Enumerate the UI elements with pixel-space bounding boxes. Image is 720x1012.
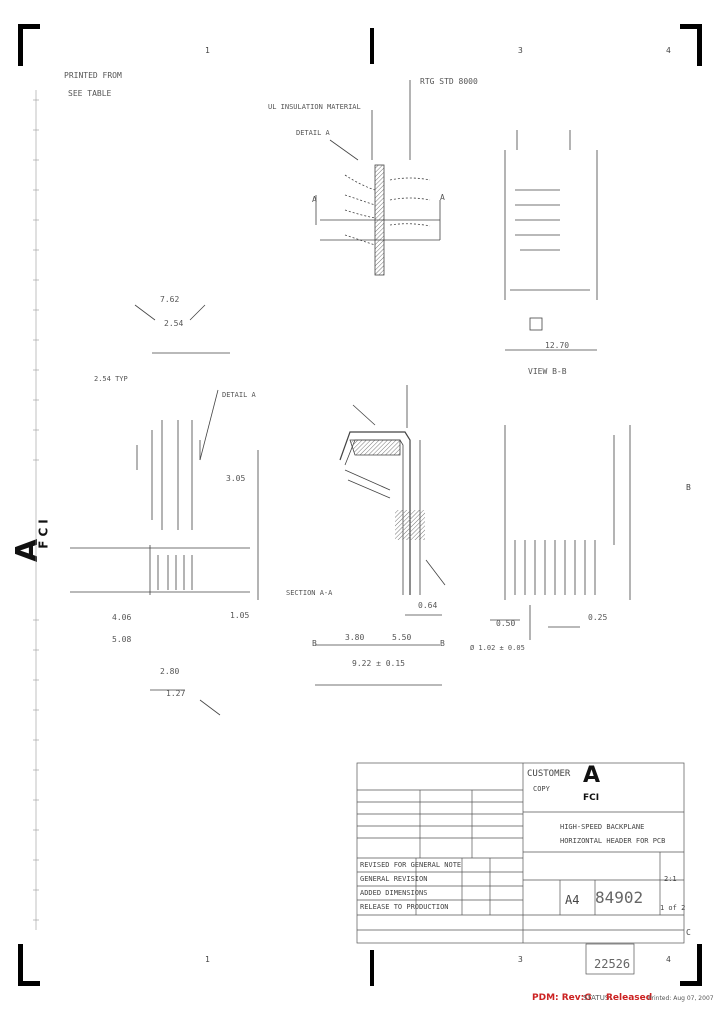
dim-9-22: 9.22 ± 0.15 bbox=[352, 659, 405, 668]
zone-top-3: 3 bbox=[518, 46, 523, 55]
center-mark-bottom bbox=[370, 950, 374, 986]
left-margin-scale bbox=[33, 90, 39, 930]
detail-a-ref: DETAIL A bbox=[222, 391, 256, 399]
rtg-std-label: RTG STD 8000 bbox=[420, 77, 478, 86]
see-table-note: SEE TABLE bbox=[68, 89, 112, 98]
dim-1-05: 1.05 bbox=[230, 611, 250, 620]
doc-number: 22526 bbox=[594, 957, 631, 971]
product-title-2: HORIZONTAL HEADER FOR PCB bbox=[560, 837, 666, 845]
marker-b-right: B bbox=[440, 639, 445, 648]
dim-5-50: 5.50 bbox=[392, 633, 412, 642]
zone-top-1: 1 bbox=[205, 46, 210, 55]
corner-top-left-v bbox=[18, 24, 23, 66]
printed-from-note: PRINTED FROM bbox=[64, 71, 122, 80]
spec-col: 2.54 TYP bbox=[94, 375, 128, 383]
corner-top-right-h bbox=[680, 24, 702, 29]
dim-3-05: 3.05 bbox=[226, 474, 246, 483]
rev-row-2: GENERAL REVISION bbox=[360, 875, 428, 883]
view-b-label: VIEW B-B bbox=[528, 367, 567, 376]
zone-bottom-3: 3 bbox=[518, 955, 523, 964]
drawing-number: 84902 bbox=[595, 888, 644, 907]
sheet-number: 1 of 2 bbox=[660, 904, 686, 912]
dim-7-62-left: 7.62 bbox=[160, 295, 180, 304]
zone-bottom-1: 1 bbox=[205, 955, 210, 964]
dim-5-08: 5.08 bbox=[112, 635, 132, 644]
dim-0-50: 0.50 bbox=[496, 619, 516, 628]
dim-4-06: 4.06 bbox=[112, 613, 132, 622]
status-value: Released bbox=[606, 993, 653, 1003]
corner-top-right-v bbox=[697, 24, 702, 66]
detail-ref: DETAIL A bbox=[296, 129, 330, 137]
rev-row-3: ADDED DIMENSIONS bbox=[360, 889, 428, 897]
title-block-company: FCI bbox=[583, 793, 600, 803]
zone-right-c: C bbox=[686, 928, 691, 937]
dim-3-80: 3.80 bbox=[345, 633, 365, 642]
dim-0-64: 0.64 bbox=[418, 601, 438, 610]
corner-bottom-left-v bbox=[18, 944, 23, 986]
scale-value: 2:1 bbox=[664, 875, 677, 883]
insulation-note: UL INSULATION MATERIAL bbox=[268, 103, 361, 111]
right-footprint bbox=[490, 425, 631, 640]
dim-2-54-left: 2.54 bbox=[164, 319, 184, 328]
title-block bbox=[356, 762, 685, 975]
customer-label: CUSTOMER bbox=[527, 769, 571, 779]
product-title-1: HIGH-SPEED BACKPLANE bbox=[560, 823, 645, 831]
customer-value: COPY bbox=[533, 785, 550, 793]
section-label: SECTION A-A bbox=[286, 589, 333, 597]
corner-bottom-right-v bbox=[697, 944, 702, 986]
dim-0-25: 0.25 bbox=[588, 613, 608, 622]
rev-row-1: REVISED FOR GENERAL NOTE bbox=[360, 861, 462, 869]
dim-1-27: 1.27 bbox=[166, 689, 186, 698]
marker-a-left: A bbox=[312, 195, 317, 204]
zone-bottom-4: 4 bbox=[666, 955, 671, 964]
center-mark-top bbox=[370, 28, 374, 64]
marker-b-left: B bbox=[312, 639, 317, 648]
title-block-logo-mark: A bbox=[583, 763, 601, 788]
view-b-b bbox=[504, 130, 598, 351]
zone-top-4: 4 bbox=[666, 46, 671, 55]
left-side-view bbox=[70, 304, 259, 716]
sheet-size: A4 bbox=[565, 893, 580, 907]
pdm-label: PDM: Rev:G bbox=[532, 993, 592, 1003]
marker-a-right: A bbox=[440, 193, 445, 202]
corner-bottom-left-h bbox=[18, 981, 40, 986]
top-detail bbox=[315, 80, 441, 276]
rev-row-4: RELEASE TO PRODUCTION bbox=[360, 903, 449, 911]
corner-bottom-right-h bbox=[680, 981, 702, 986]
printed-date: Printed: Aug 07, 2007 bbox=[648, 995, 714, 1002]
dim-12-70: 12.70 bbox=[545, 341, 570, 350]
zone-right-b: B bbox=[686, 483, 691, 492]
dim-2-80: 2.80 bbox=[160, 667, 180, 676]
pcb-hole: Ø 1.02 ± 0.05 bbox=[470, 644, 525, 652]
center-section bbox=[315, 385, 446, 686]
status-label: STATUS: bbox=[583, 994, 612, 1002]
corner-top-left-h bbox=[18, 24, 40, 29]
